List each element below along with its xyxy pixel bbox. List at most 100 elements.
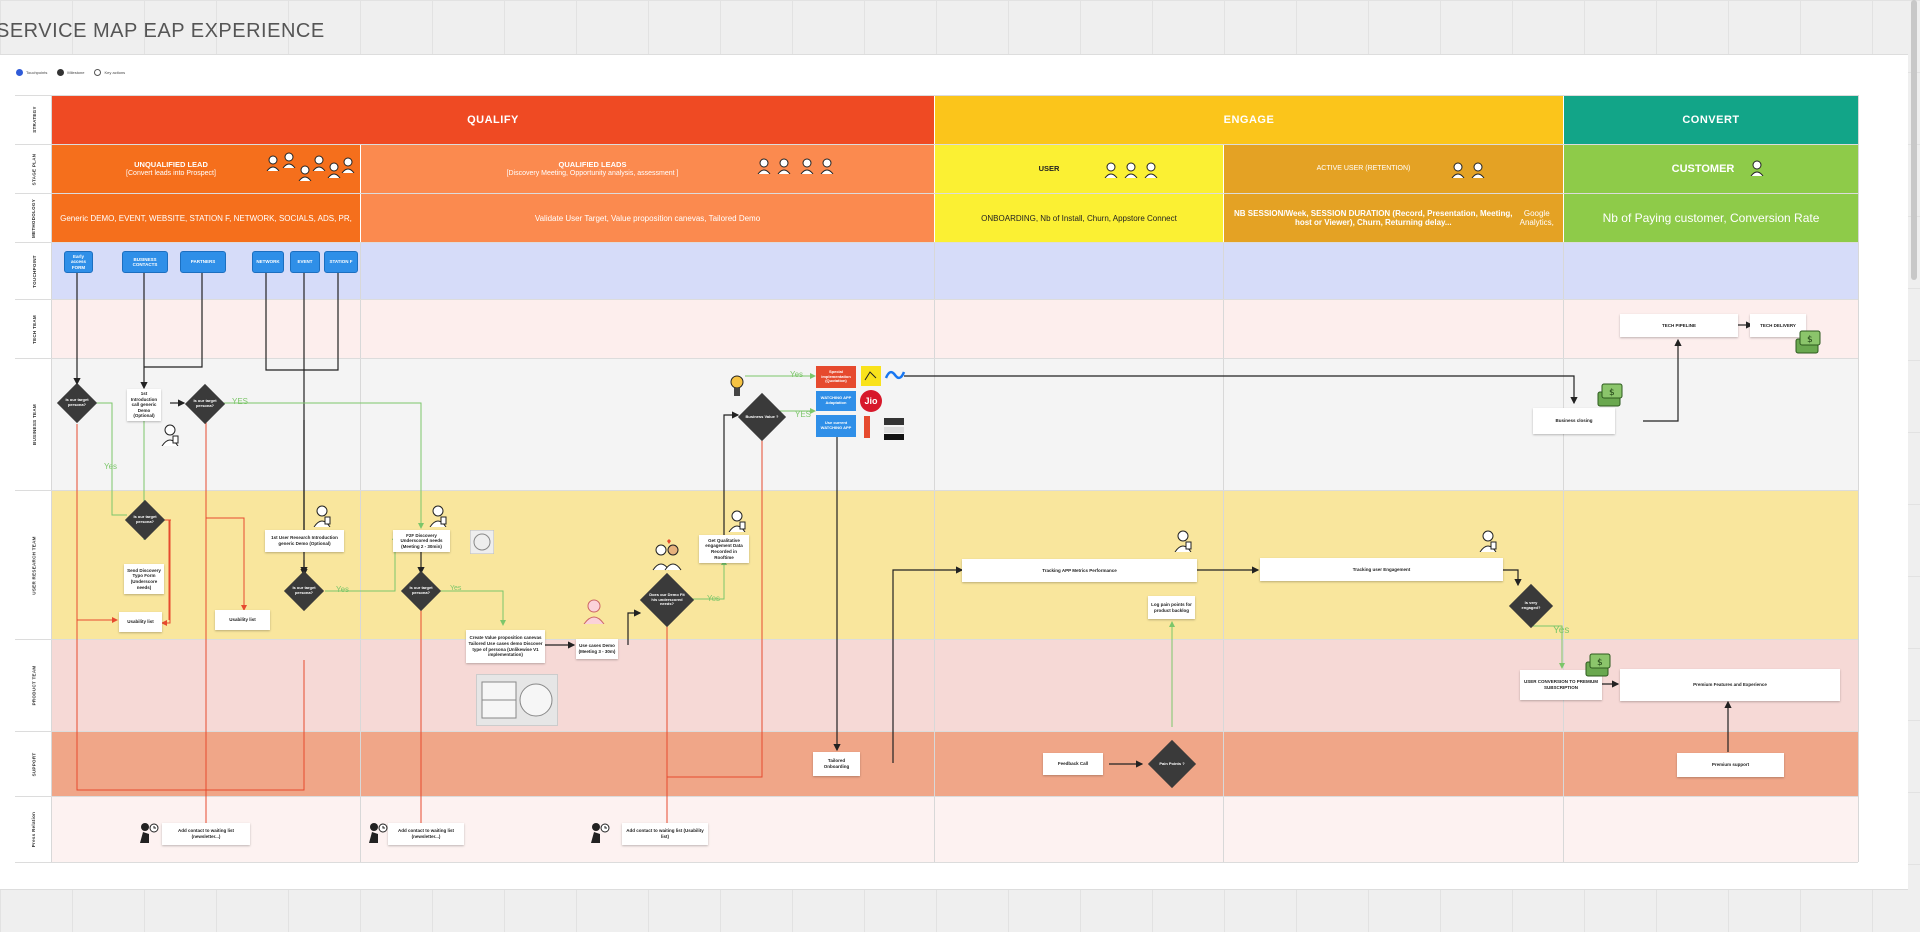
- legend-dot-icon: [57, 69, 65, 76]
- decision-research-target-3[interactable]: Is our target persona?: [400, 570, 442, 612]
- tracking-app-metrics-box[interactable]: Tracking APP Metrics Performance: [962, 559, 1197, 582]
- researcher-icon: [727, 510, 747, 532]
- qualitative-data-box[interactable]: Get Qualitative engagement Data Recorded…: [699, 535, 749, 563]
- use-current-app-box[interactable]: Use current WATCHING APP: [816, 415, 856, 437]
- persona-icon: [1451, 162, 1465, 178]
- persona-icon: [312, 155, 326, 171]
- persona-icon: [266, 155, 280, 171]
- tailored-onboarding-box[interactable]: Tailored Onboarding: [813, 752, 860, 776]
- legend: Touchpoints Milestone Key actions: [16, 69, 125, 76]
- legend-dot-icon: [94, 69, 102, 76]
- money-icon: $: [1596, 380, 1624, 410]
- send-discovery-form-box[interactable]: Send Discovery Typo Form (Underscore nee…: [124, 564, 164, 594]
- lane-label-touchpoint: TOUCHPOINT: [17, 243, 51, 299]
- lane-tech-bg: [52, 300, 1858, 358]
- special-implementation-box[interactable]: Special implementation (Quotation): [816, 366, 856, 388]
- create-value-proposition-box[interactable]: Create Value proposition canevas Tailore…: [466, 630, 545, 663]
- methodology-active-user: NB SESSION/Week, SESSION DURATION (Recor…: [1224, 194, 1563, 242]
- persona-icon: [341, 157, 355, 173]
- decision-label: Business Value ?: [745, 413, 779, 419]
- lane-touchpoint-bg: [52, 243, 1858, 299]
- stage-unqualified-subtitle: [Convert leads into Prospect]: [126, 170, 216, 178]
- f2f-discovery-box[interactable]: F2F Discovery Underscored needs (Meeting…: [393, 530, 450, 552]
- persona-icon: [327, 162, 341, 178]
- lane-label-research: USER RESEARCH TEAM: [17, 491, 51, 639]
- stage-unqualified-title: UNQUALIFIED LEAD: [134, 159, 208, 169]
- touchpoint-station-f[interactable]: STATION F: [324, 251, 358, 273]
- persona-icon: [298, 165, 312, 181]
- tech-pipeline-box[interactable]: TECH PIPELINE: [1620, 314, 1738, 337]
- persona-icon: [282, 152, 296, 168]
- methodology-customer: Nb of Paying customer, Conversion Rate: [1564, 194, 1858, 242]
- decision-target-persona-2[interactable]: Is our target persona?: [184, 383, 226, 425]
- decision-research-target-1[interactable]: Is our target persona?: [124, 499, 166, 541]
- premium-support-box[interactable]: Premium support: [1677, 753, 1784, 777]
- store-badges-icon: [860, 414, 906, 440]
- stage-user: USER: [935, 145, 1223, 193]
- usability-list-box-1[interactable]: Usability list: [119, 612, 162, 632]
- premium-features-box[interactable]: Premium Features and Experience: [1620, 669, 1840, 701]
- yes-label: Yes: [790, 370, 804, 379]
- decision-label: Is our target persona?: [292, 585, 316, 595]
- stage-qualified-title: QUALIFIED LEADS: [558, 159, 627, 169]
- lane-label-support: SUPPORT: [17, 732, 51, 796]
- waiting-person-icon: [588, 822, 610, 844]
- tech-delivery-box[interactable]: TECH DELIVERY: [1750, 314, 1806, 337]
- business-closing-box[interactable]: Business closing: [1533, 408, 1615, 434]
- log-pain-points-box[interactable]: Log pain points for product backlog: [1148, 596, 1195, 619]
- lane-label-methodology: METHODOLOGY: [17, 194, 51, 242]
- column-divider: [1858, 95, 1859, 862]
- usability-list-box-2[interactable]: Usability list: [215, 610, 270, 630]
- column-divider: [360, 243, 361, 862]
- persona-icon: [757, 158, 771, 174]
- user-research-intro-box[interactable]: 1st User Research Introduction generic D…: [265, 530, 344, 552]
- row-divider: [15, 862, 1858, 863]
- use-cases-demo-box[interactable]: Use cases Demo (Meeting 3 - 30m): [576, 639, 618, 659]
- legend-item-key-actions: Key actions: [94, 69, 125, 76]
- yes-label: Yes: [450, 585, 462, 592]
- sticky-note-icon: [860, 365, 882, 387]
- row-divider: [15, 731, 1858, 732]
- tracking-user-engagement-box[interactable]: Tracking user Engagement: [1260, 558, 1503, 581]
- decision-very-engaged[interactable]: Is very engaged?: [1508, 583, 1554, 629]
- decision-target-persona-1[interactable]: Is our target persona?: [56, 382, 98, 424]
- waiting-list-box-1[interactable]: Add contact to waiting list (newsletter.…: [162, 823, 250, 845]
- decision-demo-fit[interactable]: Does our Demo Fit his underscored needs?: [639, 572, 695, 628]
- watching-app-adaptation-box[interactable]: WATCHING APP Adaptation: [816, 391, 856, 411]
- persona-icon: [820, 158, 834, 174]
- decision-pain-points[interactable]: Pain Points ?: [1147, 739, 1197, 789]
- feedback-call-box[interactable]: Feedback Call: [1043, 753, 1103, 775]
- touchpoint-event[interactable]: EVENT: [290, 251, 320, 273]
- decision-label: Is our target persona?: [65, 397, 89, 407]
- touchpoint-early-access-form[interactable]: Early access FORM: [64, 251, 93, 273]
- researcher-icon: [160, 424, 180, 446]
- decision-label: Does our Demo Fit his underscored needs?: [649, 591, 685, 607]
- lane-label-text: TOUCHPOINT: [31, 254, 37, 288]
- yes-label: Yes: [707, 594, 721, 603]
- researcher-icon: [312, 505, 332, 527]
- persona-icon: [777, 158, 791, 174]
- column-divider: [934, 243, 935, 862]
- column-divider: [1223, 243, 1224, 862]
- phase-convert: CONVERT: [1564, 95, 1858, 144]
- vertical-scrollbar[interactable]: [1911, 0, 1917, 280]
- waiting-person-icon: [366, 822, 388, 844]
- decision-research-target-2[interactable]: Is our target persona?: [283, 570, 325, 612]
- trophy-icon: [730, 375, 744, 397]
- waiting-list-box-2[interactable]: Add contact to waiting list (newsletter.…: [388, 823, 464, 845]
- touchpoint-business-contacts[interactable]: BUSINESS CONTACTS: [122, 251, 168, 273]
- decision-business-value[interactable]: Business Value ?: [737, 392, 787, 442]
- row-divider: [15, 95, 1858, 96]
- waiting-list-box-3[interactable]: Add contact to waiting list (Usability l…: [622, 823, 708, 845]
- touchpoint-network[interactable]: NETWORK: [252, 251, 284, 273]
- lane-label-text: USER RESEARCH TEAM: [31, 535, 37, 595]
- column-divider: [51, 95, 52, 862]
- lane-label-product: PRODUCT TEAM: [17, 640, 51, 731]
- persona-sketch-icon: [580, 596, 608, 624]
- yes-label: YES: [232, 397, 249, 406]
- touchpoint-partners[interactable]: PARTNERS: [180, 251, 226, 273]
- intro-call-box[interactable]: 1st Introduction call generic Demo (Opti…: [127, 389, 161, 421]
- lane-label-press: Press Relation: [17, 797, 51, 862]
- canvas-thumbnail-icon: [470, 530, 494, 554]
- canvas-diagram-thumbnail: [476, 674, 558, 726]
